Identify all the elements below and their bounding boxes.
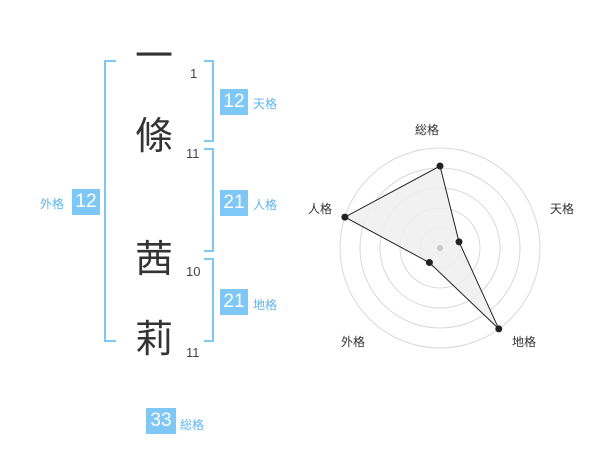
radar-chart: 総格 天格 地格 外格 人格 bbox=[308, 122, 574, 349]
tenkaku-bracket bbox=[204, 60, 214, 142]
radar-grid-ring bbox=[339, 147, 541, 349]
radar-polygon bbox=[343, 165, 500, 330]
tenkaku-badge: 12 bbox=[220, 89, 248, 115]
radar-point-3 bbox=[425, 259, 433, 267]
soukaku-label: 総格 bbox=[180, 418, 205, 432]
stroke-count-1: 1 bbox=[190, 66, 198, 81]
stroke-count-3: 10 bbox=[186, 264, 201, 279]
soukaku-badge: 33 bbox=[146, 408, 176, 434]
jinkaku-bracket bbox=[204, 148, 214, 252]
radar-point-4 bbox=[341, 213, 349, 221]
jinkaku-label: 人格 bbox=[253, 198, 278, 212]
radar-point-0 bbox=[436, 162, 444, 170]
name-char-1: 一 bbox=[134, 34, 173, 78]
tenkaku-label: 天格 bbox=[253, 97, 278, 111]
radar-axis-label-gaikaku: 外格 bbox=[341, 334, 365, 349]
stroke-count-2: 11 bbox=[186, 146, 200, 161]
gaikaku-bracket bbox=[104, 60, 116, 342]
chikaku-label: 地格 bbox=[253, 298, 278, 312]
chikaku-bracket bbox=[204, 258, 214, 342]
gaikaku-label: 外格 bbox=[40, 197, 65, 211]
jinkaku-badge: 21 bbox=[220, 190, 248, 216]
radar-axis-label-tenkaku: 天格 bbox=[550, 201, 574, 216]
radar-axis-label-chikaku: 地格 bbox=[512, 334, 536, 349]
name-char-3: 茜 bbox=[134, 237, 173, 281]
radar-points bbox=[341, 162, 503, 333]
radar-axis-label-soukaku: 総格 bbox=[415, 122, 439, 137]
stroke-count-4: 11 bbox=[186, 345, 200, 360]
radar-center-dot bbox=[437, 245, 443, 251]
name-char-2: 條 bbox=[134, 114, 173, 158]
radar-axis-label-jinkaku: 人格 bbox=[308, 201, 332, 216]
radar-point-2 bbox=[495, 325, 503, 333]
gaikaku-badge: 12 bbox=[72, 189, 100, 215]
name-char-4: 莉 bbox=[134, 317, 173, 361]
radar-point-1 bbox=[455, 238, 463, 246]
chikaku-badge: 21 bbox=[220, 289, 248, 315]
